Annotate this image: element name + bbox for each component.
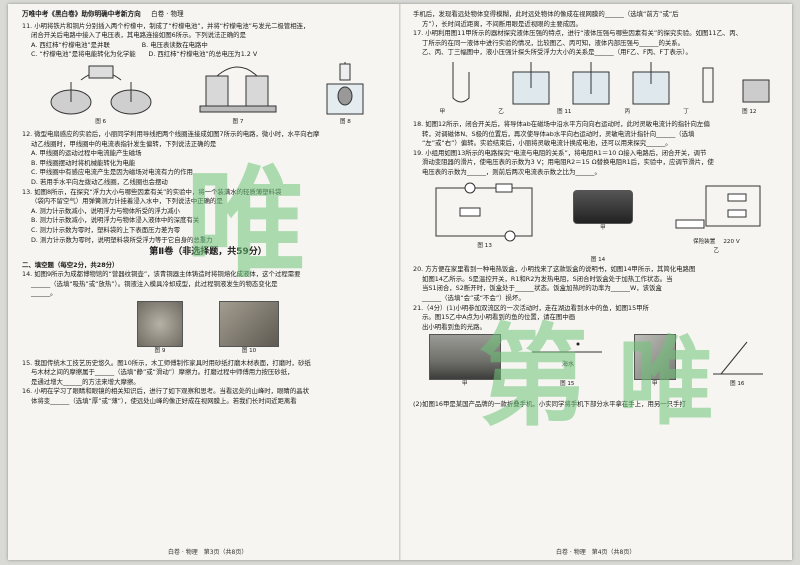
footer-right: 白卷 · 物理 第4页（共8页）	[556, 549, 636, 556]
figure-9-caption: 图 9	[154, 348, 166, 355]
figure-row-9-10: 图 9 图 10	[22, 301, 394, 357]
q12-option: B. 甲线圈摆动时将机械能转化为电能	[31, 158, 136, 167]
q11-line: 11. 小明将铁片和铜片分别插入两个柠檬中，制成了“柠檬电池”，并将“柠檬电池”…	[22, 21, 310, 30]
footer-left: 白卷 · 物理 第3页（共8页）	[168, 549, 248, 556]
q16-line: 体将变______（选填“厚”或“薄”），使远处山峰的像正好成在视网膜上。若我们…	[31, 397, 297, 406]
figure-6-caption: 图 6	[95, 118, 107, 125]
page-header: 万唯中考《黑白卷》助你明确中考新方向 白卷 · 物理	[22, 10, 394, 20]
q21-line: (2)如图16甲是某国产品牌的一款折叠手机，小实同学将手机下部分水平拿在手上，用…	[413, 400, 686, 409]
figure-row-6-8: 图 6 图 7 图 8	[22, 61, 394, 128]
q20-line: 当S1闭合，S2断开时，饭盒处于______状态。饭盒加热时的功率为______…	[422, 284, 662, 293]
figure-11-caption: 图 11	[556, 108, 572, 115]
q15-line: 15. 我国传统木工技艺历史悠久。图10所示，木工师傅制作家具时用砂纸打磨木材表…	[22, 358, 311, 367]
q13-option: A. 测力计示数减小，说明浮力与物体所受的浮力减小	[31, 206, 180, 215]
q13-option: C. 测力计示数为零时，塑料袋的上下表面压力差为零	[31, 225, 181, 234]
q16-line: 方”），长时间近距离，不间断用眼是近视眼的主要成因。	[422, 19, 582, 28]
q13-line: （袋内不留空气）用弹簧测力计挂着浸入水中，下列说法中正确的是	[31, 197, 223, 206]
q20-line: 20. 方方便在家里看到一种电热饭盒，小明找来了这款饭盒的说明书，如图14甲所示…	[413, 265, 696, 274]
fig11-part-label: 丙	[624, 108, 631, 115]
figure-13: 图 13	[430, 180, 540, 254]
page-fold	[399, 4, 401, 560]
fig11-part-label: 丁	[683, 108, 689, 115]
q13-option: B. 测力计示数减小，说明浮力与物体浸入液体中的深度有关	[31, 216, 200, 225]
q16-line: 手机后，发现看远处物体变得模糊，此时远处物体的像成在视网膜的______（选填“…	[413, 10, 679, 18]
figure-7: 图 7	[198, 62, 278, 128]
header-text: 万唯中考《黑白卷》助你明确中考新方向	[22, 10, 141, 18]
figure-14-b: 保险装置 220 V 乙	[666, 180, 766, 254]
q11-option: A. 西红柿“柠檬电池”是并联 B. 电压表读数在电路中	[31, 40, 208, 49]
section-title: 第Ⅱ卷（非选择题，共59分）	[149, 247, 267, 258]
figure-15-a: 甲	[428, 334, 501, 398]
q15-line: 是通过增大______的方法来增大摩擦。	[31, 377, 140, 386]
figure-14-b-caption: 乙	[713, 248, 720, 255]
q13-line: 13. 如图8所示，在探究“浮力大小与哪些因素有关”的实验中，将一个装满水的轻质…	[22, 187, 282, 196]
figure-16-b: 图 16	[707, 334, 767, 398]
q20-line: ______（选填“会”或“不会”）损坏。	[422, 293, 525, 302]
section-subtitle: 二、填空题（每空2分，共28分）	[22, 260, 119, 269]
q18-line: 18. 如图12所示，闭合开关后，将导体ab在磁场中沿水平方向向右运动时，此时灵…	[413, 119, 710, 128]
q21-line: 21.（4分）(1)小明参加双流区的一次活动时，走在湖边看到水中的鱼，如图15甲…	[413, 303, 649, 312]
q19-line: 滑动变阻器的滑片，使电压表的示数为3 V；用电阻R2＝15 Ω替换电阻R1后，实…	[422, 158, 714, 167]
q21-line: 出小明看到鱼的光路。	[422, 322, 486, 331]
figure-8-caption: 图 8	[339, 118, 351, 125]
figure-14-a-caption: 甲	[600, 224, 606, 231]
fig15-water-label: 海水	[562, 360, 574, 368]
figure-row-15-16: 甲 海水 图 15 甲 图 16	[413, 334, 783, 398]
q11-option: C. “柠檬电池”是将电能转化为化学能 D. 西红柿“柠檬电池”的总电压为1.2…	[31, 50, 258, 59]
q12-option: A. 甲线圈的运动过程中电流能产生磁场	[31, 149, 142, 158]
q12-line: 动乙线圈时，甲线圈中的电流表指针发生偏转，下列说法正确的是	[31, 139, 217, 148]
q14-line: ______（选填“吸热”或“放热”）。铜液注入模具冷却成型，此过程铜液发生的物…	[31, 279, 278, 288]
figure-7-caption: 图 7	[232, 118, 244, 125]
q12-option: C. 甲线圈中有感应电流产生是因为磁场对电流有力的作用	[31, 168, 193, 177]
figure-14-a: 甲	[572, 180, 633, 254]
figure-8: 图 8	[315, 61, 375, 128]
figure-9: 图 9	[137, 301, 183, 357]
q12-option: D. 若用手水平向左拨动乙线圈，乙线圈也会摆动	[31, 177, 168, 186]
q18-line: “左”或“右”）偏转。实验结束后，小丽将灵敏电流计换成电池，还可以用来探究___…	[422, 139, 672, 148]
left-page: 万唯中考《黑白卷》助你明确中考新方向 白卷 · 物理 11. 小明将铁片和铜片分…	[22, 10, 394, 407]
figure-11-labels: 甲 乙 图 11 丙 丁 图 12	[413, 108, 783, 118]
exam-sheet: 万唯中考《黑白卷》助你明确中考新方向 白卷 · 物理 11. 小明将铁片和铜片分…	[8, 4, 792, 560]
figure-14-caption: 图 14	[590, 256, 606, 263]
figure-15-b: 海水 图 15	[532, 334, 603, 398]
figure-12-caption: 图 12	[741, 108, 757, 115]
q20-line: 如图14乙所示。S是温控开关，R1和R2为发热电阻，S闭合时饭盒处于加热工作状态…	[422, 274, 673, 283]
figure-10: 图 10	[219, 301, 279, 357]
figure-16-caption: 图 16	[730, 381, 745, 388]
q14-line: 14. 如图9所示为成都博物馆的“营器纹铜壶”，该青铜器主体铸造时将铜熔化成液体…	[22, 270, 301, 279]
q18-line: 转，对调磁体N、S极的位置后，再次使导体ab水平向右运动时，灵敏电流计指针向__…	[422, 129, 695, 138]
q11-line: 闭合开关后电路中接入了电压表，其电路连接如图6所示。下列说法正确的是	[31, 31, 246, 40]
header-tag: 白卷 · 物理	[150, 10, 184, 18]
figure-15-caption: 图 15	[560, 381, 575, 388]
q19-line: 19. 小组用如图13所示的电路探究“电流与电阻的关系”，将电阻R1＝10 Ω接…	[413, 148, 707, 157]
figure-row-13-14: 图 13 甲 保险装置 220 V 乙	[413, 180, 783, 254]
q13-option: D. 测力计示数为零时，说明塑料袋所受浮力等于它自身的总重力	[31, 235, 213, 244]
figure-13-caption: 图 13	[477, 242, 492, 249]
q15-line: 与木材之间的摩擦属于______（选填“静”或“滑动”）摩擦力。打磨过程中师傅用…	[31, 368, 294, 377]
figure-6: 图 6	[41, 62, 161, 128]
voltage-label: 220 V	[723, 238, 740, 245]
q21-line: 示。图15乙中A点为小明看到的鱼的位置，请在图中画	[422, 313, 576, 322]
figure-14-b-labels: 保险装置 220 V	[666, 238, 766, 248]
fig11-part-label: 乙	[498, 108, 504, 115]
q14-line: ______。	[31, 289, 57, 298]
figure-16-a-caption: 甲	[651, 381, 658, 388]
q19-line: 电压表的示数为______，则前后两次电流表示数之比为______。	[422, 167, 601, 176]
fig11-part-label: 甲	[439, 108, 446, 115]
figure-15-a-caption: 甲	[461, 381, 468, 388]
q12-line: 12. 微型电扇感应的实验后，小丽同学利用导线把两个线圈连接成如图7所示的电路，…	[22, 129, 320, 138]
fuse-label: 保险装置	[692, 238, 716, 245]
figure-11: 甲 乙 图 11 丙 丁 图 12	[413, 58, 783, 120]
figure-16-a: 甲	[633, 334, 676, 398]
q17-line: 17. 小明利用图11甲所示的器材探究液体压强的特点，进行“液体压强与哪些因素有…	[413, 29, 743, 38]
q16-line: 16. 小明在学习了眼睛和眼镜的相关知识后，进行了如下观察和思考。当看远处的山峰…	[22, 387, 309, 396]
figure-11-drawing	[452, 61, 770, 105]
q17-line: 丁所示的在同一液体中进行实验的情况，比较图乙、丙可知，液体内部压强与______…	[422, 38, 685, 47]
figure-10-caption: 图 10	[241, 348, 257, 355]
q17-line: 乙、丙、丁三幅图中，液小压强计探头所受浮力大小的关系是______（用F乙、F丙…	[422, 48, 692, 57]
right-page: 手机后，发现看远处物体变得模糊，此时远处物体的像成在视网膜的______（选填“…	[413, 10, 783, 410]
